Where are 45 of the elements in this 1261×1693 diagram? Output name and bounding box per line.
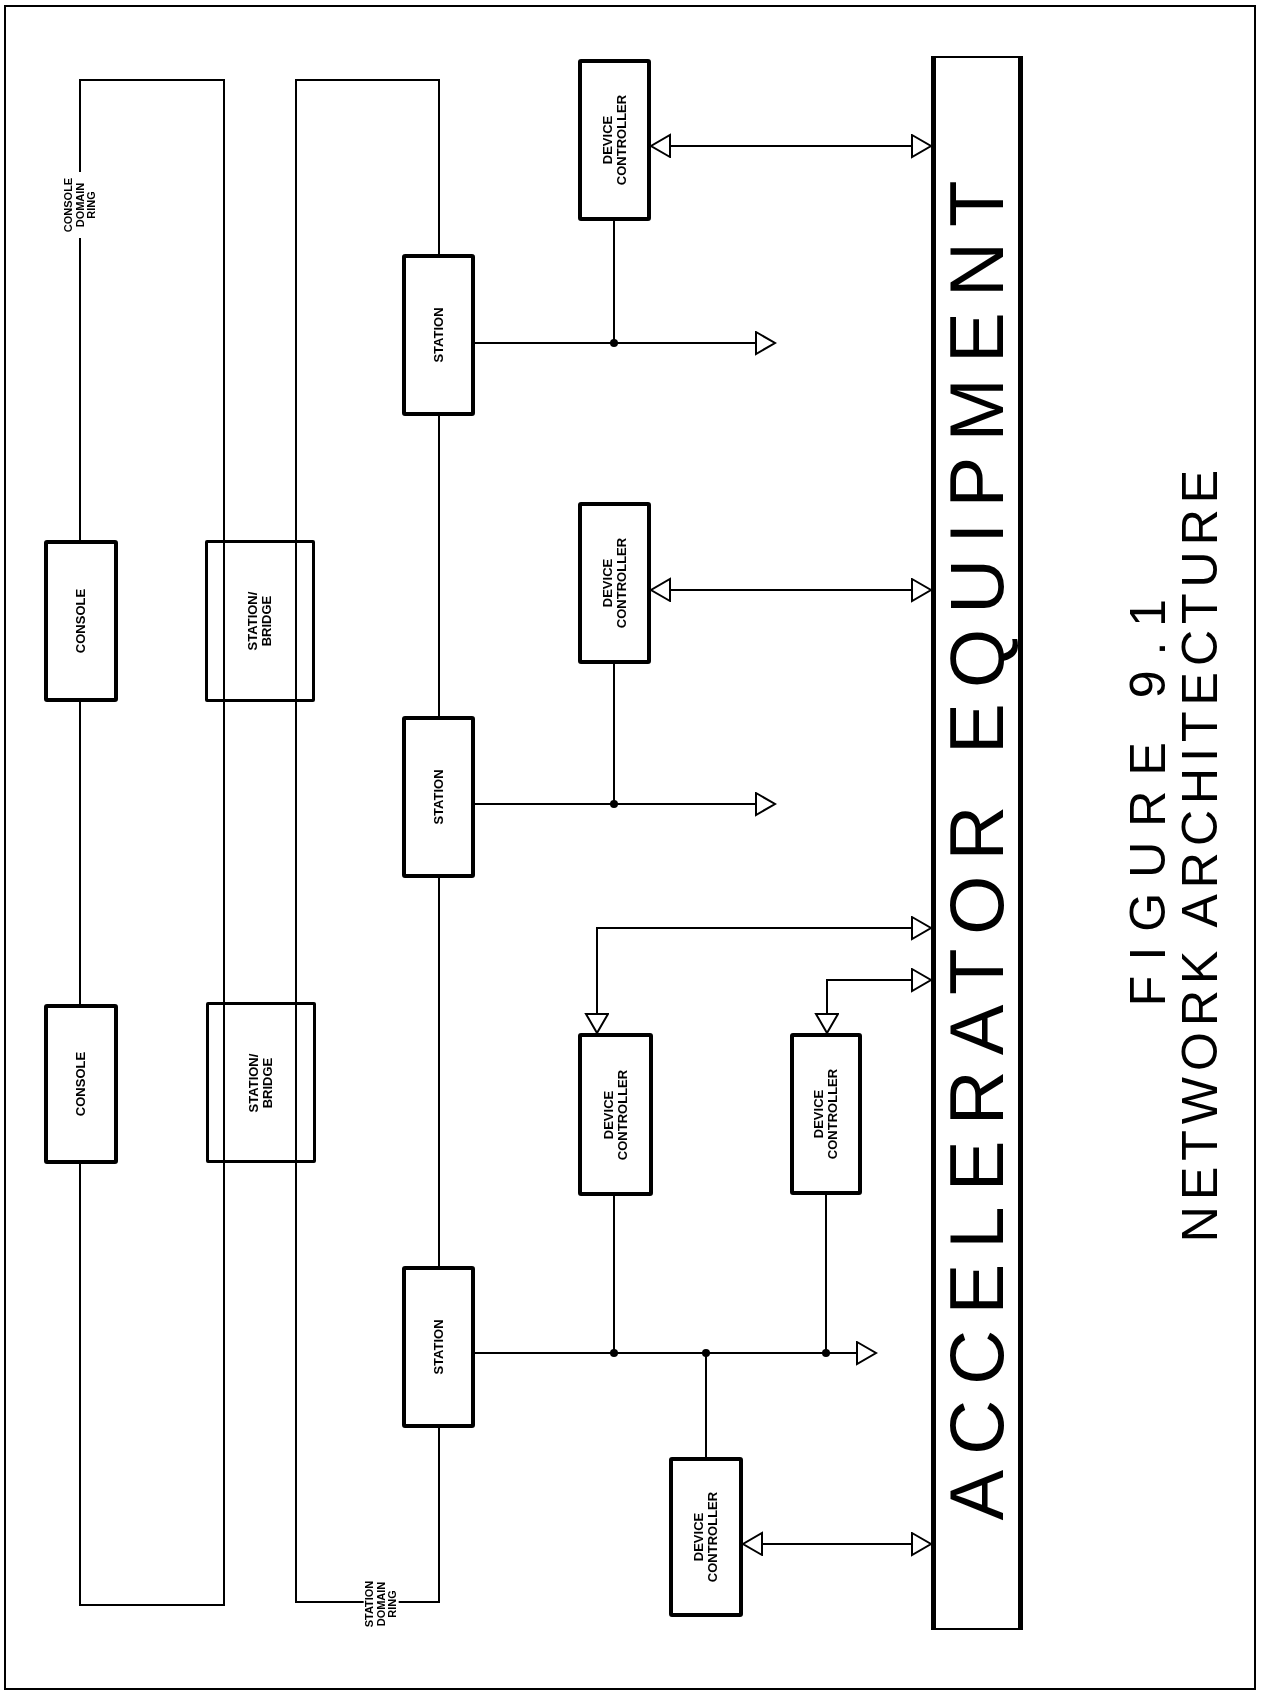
edge-label: CONSOLE DOMAIN RING — [62, 172, 98, 238]
node-label: DEVICE CONTROLLER — [600, 536, 629, 631]
console-box — [44, 1004, 118, 1164]
arrow — [650, 578, 932, 602]
node-label: STATION — [431, 1318, 446, 1377]
figure-caption: NETWORK ARCHITECTURE — [1175, 463, 1225, 1243]
arrow — [474, 331, 776, 355]
controller-box — [578, 502, 651, 664]
figure-number: FIGURE 9.1 — [1123, 583, 1173, 1007]
controller-box — [578, 59, 651, 221]
node-label: DEVICE CONTROLLER — [812, 1067, 840, 1162]
bridge-box — [205, 540, 315, 702]
arrow — [650, 134, 932, 158]
station-box — [402, 716, 475, 878]
station-box — [402, 1266, 475, 1428]
connector-line — [295, 701, 297, 1003]
arrow — [742, 1532, 932, 1556]
connector-line — [223, 701, 225, 1003]
connector-line — [438, 877, 440, 1267]
connector-line — [79, 1162, 225, 1606]
controller-box — [578, 1033, 653, 1196]
connector-line — [79, 701, 81, 1005]
connector-line — [295, 1162, 440, 1603]
node-label: DEVICE CONTROLLER — [692, 1490, 720, 1585]
controller-box — [669, 1457, 743, 1617]
node-label: DEVICE CONTROLLER — [601, 1068, 630, 1162]
arrow — [585, 916, 932, 1034]
console-box — [44, 540, 118, 702]
equipment-bar — [931, 56, 1023, 1630]
station-box — [402, 254, 475, 416]
node-label: STATION — [431, 306, 446, 365]
node-label: CONSOLE — [74, 587, 88, 656]
connector-line — [79, 79, 225, 541]
node-label: STATION/ BRIDGE — [247, 1052, 275, 1114]
controller-box — [790, 1033, 862, 1195]
node-label: STATION/ BRIDGE — [246, 590, 274, 653]
node-label: CONSOLE — [74, 1050, 88, 1119]
arrow — [474, 792, 776, 816]
node-label: STATION — [431, 768, 446, 827]
arrow — [474, 1341, 877, 1365]
bridge-box — [206, 1002, 316, 1163]
node-label: DEVICE CONTROLLER — [600, 93, 629, 188]
arrow — [815, 968, 932, 1034]
connector-line — [438, 415, 440, 717]
connector-line — [295, 79, 440, 541]
